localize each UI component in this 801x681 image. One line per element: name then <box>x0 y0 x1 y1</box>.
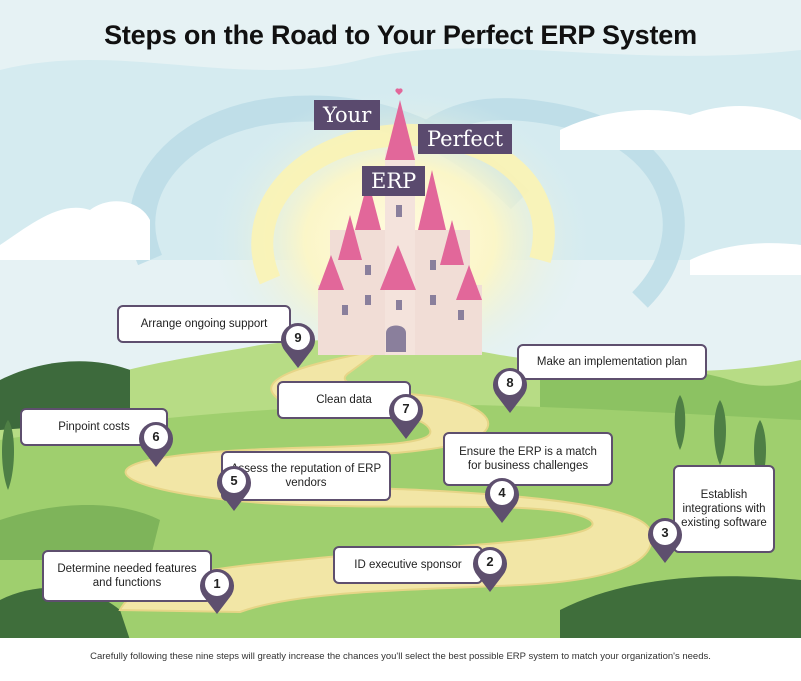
step-number: 4 <box>498 485 506 500</box>
castle-label-perfect: Perfect <box>418 124 513 154</box>
step-number: 1 <box>213 576 221 591</box>
step-number: 2 <box>486 554 494 569</box>
castle-label-your: Your <box>314 100 381 130</box>
step-4-marker: 4 <box>482 476 522 524</box>
map-pin-icon <box>473 547 507 592</box>
step-number: 9 <box>294 330 302 345</box>
step-5-box: Assess the reputation of ERP vendors <box>221 451 391 501</box>
step-number: 5 <box>230 473 238 488</box>
step-4-box: Ensure the ERP is a match for business c… <box>443 432 613 486</box>
step-7-box: Clean data <box>277 381 411 419</box>
map-pin-icon <box>648 518 682 563</box>
map-pin-icon <box>493 368 527 413</box>
map-pin-icon <box>200 569 234 614</box>
step-1-box: Determine needed features and functions <box>42 550 212 602</box>
step-1-marker: 1 <box>197 567 237 615</box>
step-9-marker: 9 <box>278 321 318 369</box>
footer-note: Carefully following these nine steps wil… <box>90 651 711 662</box>
step-number: 8 <box>506 375 514 390</box>
step-number: 6 <box>152 429 160 444</box>
step-number: 3 <box>661 525 669 540</box>
page-title: Steps on the Road to Your Perfect ERP Sy… <box>104 20 697 50</box>
map-pin-icon <box>389 394 423 439</box>
step-number: 7 <box>402 401 410 416</box>
step-7-marker: 7 <box>386 392 426 440</box>
step-2-marker: 2 <box>470 545 510 593</box>
map-pin-icon <box>139 422 173 467</box>
step-2-box: ID executive sponsor <box>333 546 483 584</box>
step-8-box: Make an implementation plan <box>517 344 707 380</box>
map-pin-icon <box>485 478 519 523</box>
castle-label-erp: ERP <box>362 166 426 196</box>
step-9-box: Arrange ongoing support <box>117 305 291 343</box>
step-3-marker: 3 <box>645 516 685 564</box>
step-3-box: Establish integrations with existing sof… <box>673 465 775 553</box>
map-pin-icon <box>281 323 315 368</box>
step-8-marker: 8 <box>490 366 530 414</box>
step-6-marker: 6 <box>136 420 176 468</box>
step-5-marker: 5 <box>214 464 254 512</box>
map-pin-icon <box>217 466 251 511</box>
